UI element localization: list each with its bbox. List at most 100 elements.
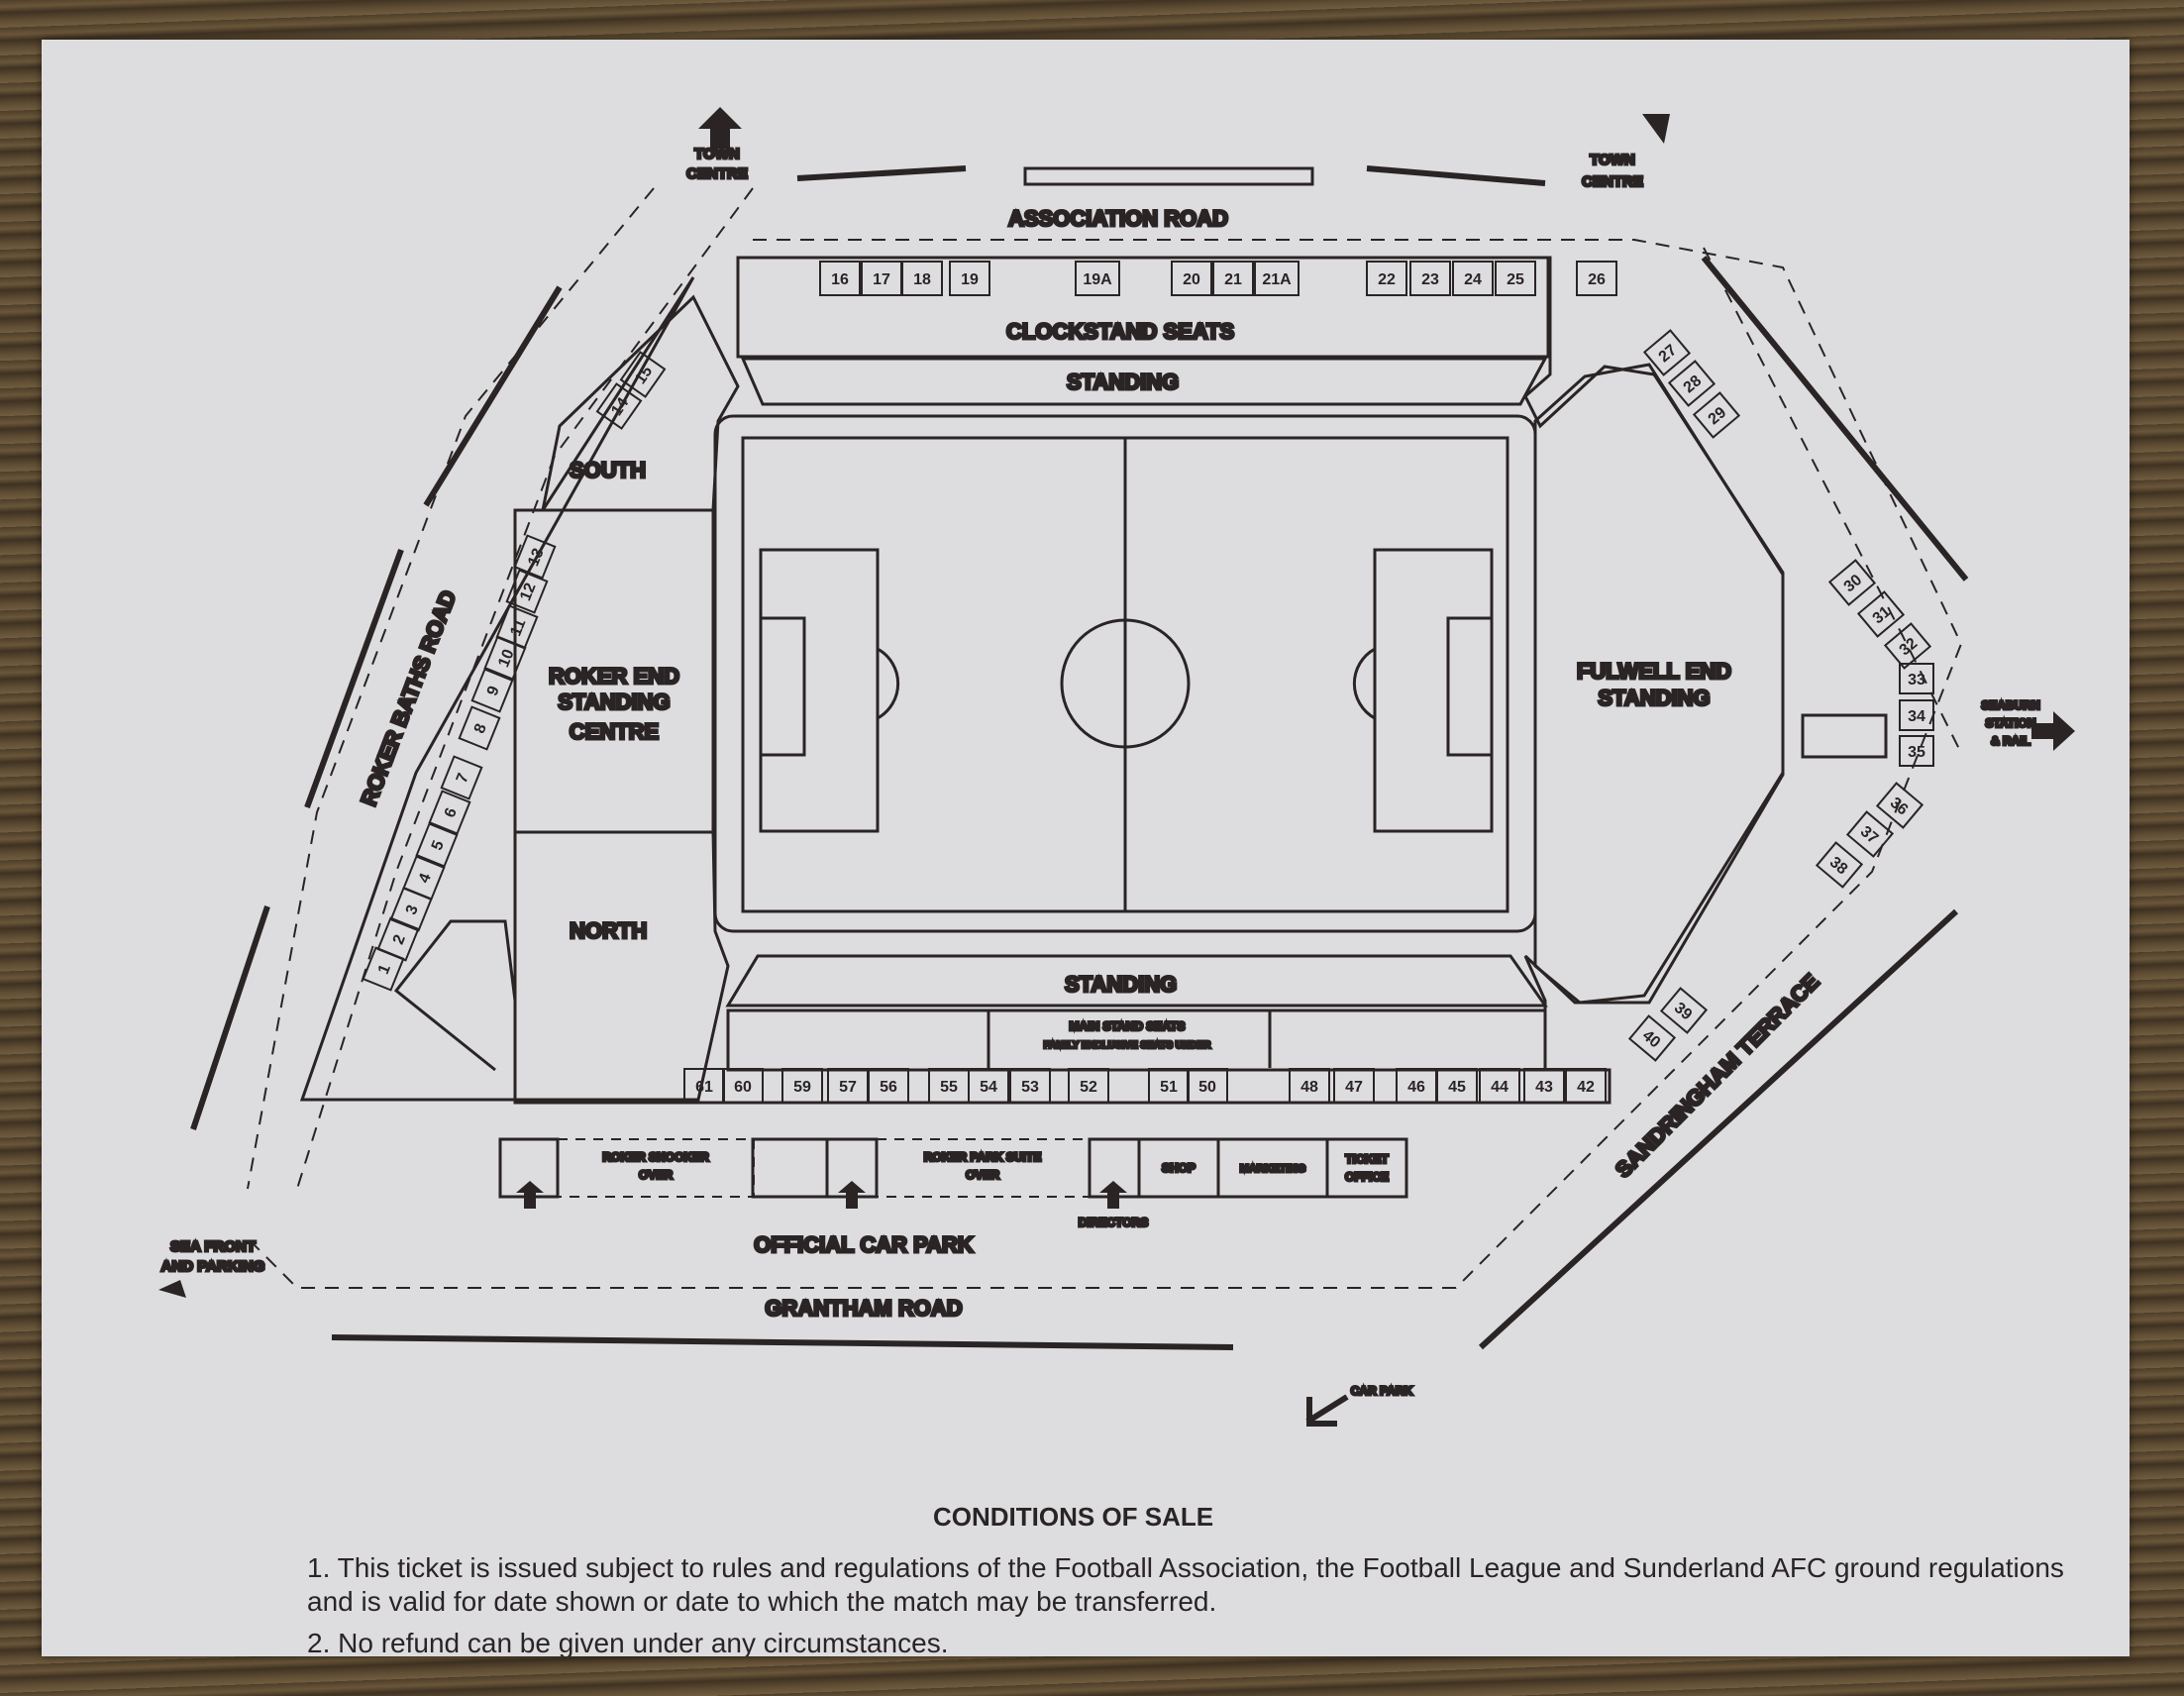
gate-box-outline [1565, 1068, 1607, 1104]
gate-box-outline [1187, 1068, 1228, 1104]
gate-box-outline [901, 261, 943, 296]
gate-box: 46 [1396, 1068, 1437, 1104]
arrow-right-down-icon [1642, 114, 1670, 144]
hatched-walls [190, 165, 1969, 1350]
gate-box: 56 [868, 1068, 909, 1104]
gate-box-outline [513, 534, 557, 580]
gate-box: 16 [819, 261, 861, 296]
roker-baths-road-label: ROKER BATHS ROAD [356, 587, 461, 809]
outer-boundary-dashed [247, 239, 1963, 1289]
north-label: NORTH [570, 918, 647, 943]
roker-end-label-3: CENTRE [570, 719, 659, 744]
gate-box-outline [1068, 1068, 1109, 1104]
gate-number: 3 [403, 902, 422, 917]
gate-number: 8 [471, 721, 490, 736]
penalty-area-right [1373, 548, 1494, 833]
sandringham-terrace-label: SANDRINGHAM TERRACE [1611, 969, 1824, 1183]
suite-left-box [751, 1137, 829, 1199]
gate-box: 21A [1254, 261, 1300, 296]
gate-box: 21 [1212, 261, 1254, 296]
south-standing-strip [725, 954, 1548, 1007]
gate-box-outline [1254, 261, 1300, 296]
gate-box: 2 [376, 916, 420, 962]
snooker-label-1: ROKER SNOOKER [602, 1150, 709, 1164]
entrance-arrow-icon [1099, 1181, 1127, 1209]
gate-box: 3 [389, 887, 433, 932]
gate-number: 21 [1224, 271, 1242, 288]
gate-box: 35 [1899, 735, 1934, 767]
car-park-arrow-icon [1305, 1394, 1349, 1427]
town-centre-left-2: CENTRE [686, 165, 748, 182]
west-terrace [299, 276, 695, 1102]
gate-number: 55 [940, 1079, 958, 1096]
south-label: SOUTH [570, 458, 646, 482]
roker-end-label-1: ROKER END [549, 664, 679, 689]
gate-box-outline [595, 382, 643, 430]
gate-number: 1 [375, 962, 394, 977]
gate-box: 1 [362, 946, 405, 992]
gate-box: 20 [1171, 261, 1212, 296]
main-stand-label-2: FAMILY EXCLUSIVE SEATS UNDER [1044, 1040, 1212, 1051]
gate-number: 29 [1706, 404, 1730, 429]
gate-number: 12 [517, 581, 539, 603]
ticket-label-2: OFFICE [1345, 1170, 1389, 1184]
gate-number: 57 [839, 1079, 857, 1096]
gate-number: 35 [1908, 744, 1925, 761]
gate-box: 29 [1692, 391, 1741, 439]
gate-box-outline [1692, 391, 1741, 439]
directors-label: DIRECTORS [1079, 1216, 1148, 1229]
gate-box: 57 [827, 1068, 869, 1104]
gate-box: 50 [1187, 1068, 1228, 1104]
gate-number: 31 [1870, 603, 1895, 628]
gate-number: 34 [1908, 708, 1925, 725]
sea-front-label-2: AND PARKING [161, 1258, 265, 1275]
gate-number: 24 [1464, 271, 1482, 288]
entrance-arrows [158, 107, 2075, 1298]
assoc-road-wall [1023, 166, 1314, 186]
gate-number: 19 [961, 271, 979, 288]
gate-box-outline [1899, 663, 1934, 694]
gate-number: 2 [390, 932, 409, 947]
town-centre-right-1: TOWN [1590, 152, 1635, 168]
north-standing-strip [740, 357, 1548, 406]
centre-circle [1060, 618, 1191, 749]
gate-number: 38 [1826, 854, 1851, 879]
gate-number: 10 [495, 647, 517, 670]
gate-box-outline [1815, 841, 1864, 889]
town-centre-right-2: CENTRE [1582, 173, 1643, 190]
gate-box: 47 [1333, 1068, 1375, 1104]
gate-box: 12 [505, 569, 549, 614]
town-centre-left-1: TOWN [694, 146, 740, 162]
gate-box-outline [1642, 329, 1692, 376]
gate-box: 54 [968, 1068, 1009, 1104]
goal-area-left [759, 616, 806, 757]
penalty-arc-left [877, 647, 900, 720]
gate-number: 43 [1535, 1079, 1553, 1096]
gate-box-outline [722, 1068, 764, 1104]
stadium-map: ASSOCIATION ROAD CLOCKSTAND SEATS STANDI… [158, 107, 2075, 1427]
gate-box: 11 [495, 604, 539, 650]
gate-box-outline [458, 705, 501, 751]
ticket-office-box [1325, 1137, 1408, 1199]
gate-box-outline [1366, 261, 1407, 296]
clockstand-block [736, 256, 1550, 359]
arrow-right-icon [2031, 711, 2075, 751]
gate-box-outline [1576, 261, 1617, 296]
gate-box: 59 [781, 1068, 823, 1104]
gate-number: 50 [1198, 1079, 1216, 1096]
gate-box: 48 [1289, 1068, 1330, 1104]
gate-box-outline [505, 569, 549, 614]
gate-box: 45 [1436, 1068, 1478, 1104]
grantham-road-label: GRANTHAM ROAD [765, 1296, 962, 1321]
gate-box: 19 [949, 261, 990, 296]
gate-number: 45 [1448, 1079, 1466, 1096]
condition-1: 1. This ticket is issued subject to rule… [307, 1552, 2064, 1617]
gate-box-outline [1659, 987, 1709, 1034]
gate-box-outline [1479, 1068, 1520, 1104]
gate-number: 27 [1656, 342, 1681, 367]
gate-box: 24 [1452, 261, 1494, 296]
gate-number: 30 [1841, 572, 1866, 596]
gate-box: 22 [1366, 261, 1407, 296]
gate-number: 5 [429, 838, 448, 853]
penalty-area-left [759, 548, 880, 833]
